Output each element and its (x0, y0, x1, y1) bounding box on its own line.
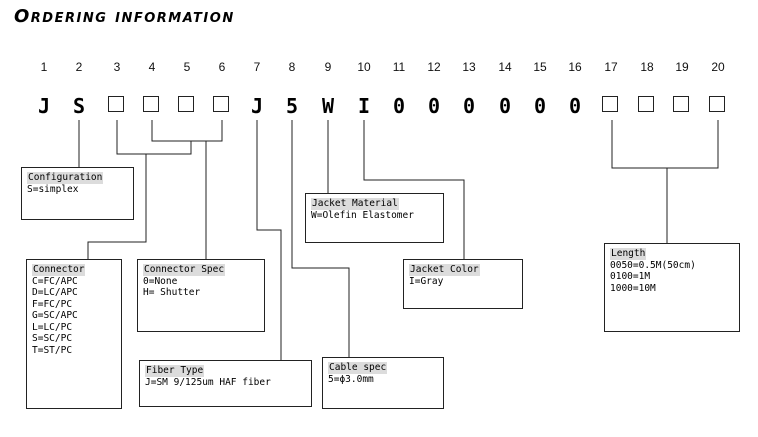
bracket-connector (116, 120, 192, 155)
connector-option: F=FC/PC (32, 298, 73, 310)
length-box: Length 0050=0.5M(50cm) 0100=1M 1000=10M (604, 243, 740, 332)
line-cable-spec (291, 120, 350, 357)
jacket-color-box: Jacket Color I=Gray (403, 259, 523, 309)
position-number: 6 (218, 60, 226, 74)
connector-spec-option: H= Shutter (143, 287, 201, 298)
configuration-box: Configuration S=simplex (21, 167, 134, 220)
bracket-connector-spec (151, 120, 223, 142)
code-placeholder-box (602, 96, 618, 112)
position-number: 10 (357, 60, 371, 74)
code-placeholder-box (638, 96, 654, 112)
position-number: 5 (183, 60, 191, 74)
position-number: 11 (392, 60, 406, 74)
connector-option: C=FC/APC (32, 275, 78, 287)
cable-spec-box: Cable spec 5=ϕ3.0mm (322, 357, 444, 409)
jacket-material-header: Jacket Material (311, 198, 399, 210)
fiber-type-option: J=SM 9/125um HAF fiber (145, 376, 271, 388)
bracket-length (611, 120, 719, 169)
configuration-header: Configuration (27, 172, 104, 184)
connector-option: G=SC/APC (32, 310, 78, 321)
length-header: Length (610, 248, 647, 260)
length-option: 1000=10M (610, 282, 656, 294)
section-title: Ordering information (14, 6, 235, 27)
position-number: 17 (604, 60, 618, 74)
cable-spec-header: Cable spec (328, 362, 388, 374)
connector-option: T=ST/PC (32, 344, 73, 356)
connector-spec-box: Connector Spec 0=None H= Shutter (137, 259, 265, 332)
configuration-option: S=simplex (27, 183, 79, 195)
code-character: 0 (427, 94, 441, 118)
position-number: 1 (40, 60, 48, 74)
connector-option: D=LC/APC (32, 287, 78, 298)
position-number: 12 (427, 60, 441, 74)
position-number: 18 (640, 60, 654, 74)
cable-spec-option: 5=ϕ3.0mm (328, 373, 374, 385)
position-number: 4 (148, 60, 156, 74)
position-number: 20 (711, 60, 725, 74)
code-character: 0 (498, 94, 512, 118)
jacket-color-header: Jacket Color (409, 264, 480, 276)
code-character: J (250, 94, 264, 118)
line-jacket-color (363, 120, 465, 259)
position-number: 8 (288, 60, 296, 74)
code-character: I (357, 94, 371, 118)
jacket-material-box: Jacket Material W=Olefin Elastomer (305, 193, 444, 243)
code-placeholder-box (143, 96, 159, 112)
connector-option: S=SC/PC (32, 333, 73, 344)
code-placeholder-box (709, 96, 725, 112)
code-character: 0 (568, 94, 582, 118)
position-number: 15 (533, 60, 547, 74)
position-number: 9 (324, 60, 332, 74)
connector-spec-option: 0=None (143, 275, 178, 287)
fiber-type-header: Fiber Type (145, 365, 205, 377)
bracket-connector-branch (87, 154, 147, 259)
code-character: S (72, 94, 86, 118)
position-number: 2 (75, 60, 83, 74)
connector-option: L=LC/PC (32, 321, 73, 333)
line-fiber-type (256, 120, 282, 360)
code-character: 0 (462, 94, 476, 118)
connector-spec-header: Connector Spec (143, 264, 226, 276)
code-placeholder-box (673, 96, 689, 112)
code-character: 5 (285, 94, 299, 118)
position-number: 7 (253, 60, 261, 74)
length-option: 0100=1M (610, 271, 651, 282)
code-placeholder-box (213, 96, 229, 112)
code-placeholder-box (178, 96, 194, 112)
code-character: 0 (533, 94, 547, 118)
position-number: 3 (113, 60, 121, 74)
code-character: W (321, 94, 335, 118)
code-character: 0 (392, 94, 406, 118)
position-number: 13 (462, 60, 476, 74)
position-number: 19 (675, 60, 689, 74)
position-number: 16 (568, 60, 582, 74)
code-placeholder-box (108, 96, 124, 112)
fiber-type-box: Fiber Type J=SM 9/125um HAF fiber (139, 360, 312, 407)
jacket-material-option: W=Olefin Elastomer (311, 209, 414, 221)
length-option: 0050=0.5M(50cm) (610, 259, 696, 271)
connector-box: Connector C=FC/APC D=LC/APC F=FC/PC G=SC… (26, 259, 122, 409)
jacket-color-option: I=Gray (409, 275, 444, 287)
code-character: J (37, 94, 51, 118)
connector-header: Connector (32, 264, 86, 276)
position-number: 14 (498, 60, 512, 74)
